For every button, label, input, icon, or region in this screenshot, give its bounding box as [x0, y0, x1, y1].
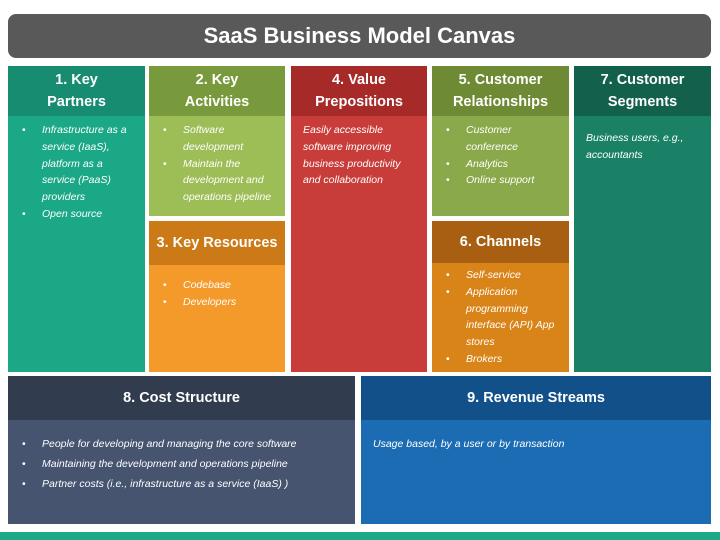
- list-item: Developers: [161, 294, 277, 311]
- list-item: Self-service: [444, 267, 561, 284]
- cost-structure-block: 8. Cost Structure People for developing …: [8, 376, 355, 524]
- list-item: Open source: [20, 206, 137, 223]
- value-propositions-title-line1: 4. Value: [331, 72, 386, 88]
- customer-relationships-title-line1: 5. Customer: [458, 72, 543, 88]
- key-resources-title: 3. Key Resources: [156, 235, 278, 251]
- revenue-streams-body: Usage based, by a user or by transaction: [361, 420, 711, 453]
- customer-segments-body: Business users, e.g., accountants: [574, 116, 711, 164]
- key-partners-block: 1. Key Partners Infrastructure as a serv…: [8, 66, 145, 372]
- canvas-title: SaaS Business Model Canvas: [8, 14, 711, 58]
- customer-segments-text: Business users, e.g., accountants: [586, 132, 684, 161]
- value-propositions-text: Easily accessible software improving bus…: [303, 124, 401, 187]
- channels-header: 6. Channels: [432, 221, 569, 263]
- cost-structure-title: 8. Cost Structure: [123, 390, 240, 406]
- customer-segments-title-line2: Segments: [607, 94, 678, 110]
- customer-segments-title-line1: 7. Customer: [600, 72, 685, 88]
- customer-segments-block: 7. Customer Segments Business users, e.g…: [574, 66, 711, 372]
- channels-title: 6. Channels: [459, 234, 542, 250]
- key-resources-body: Codebase Developers: [149, 265, 285, 311]
- channels-body: Self-service Application programming int…: [432, 263, 569, 368]
- list-item: Brokers: [444, 351, 561, 368]
- customer-segments-header: 7. Customer Segments: [574, 66, 711, 116]
- key-resources-header: 3. Key Resources: [149, 221, 285, 265]
- list-item: Maintain the development and operations …: [161, 156, 277, 206]
- list-item: Software development: [161, 122, 277, 156]
- value-propositions-title-line2: Prepositions: [315, 94, 403, 110]
- value-propositions-body: Easily accessible software improving bus…: [291, 116, 427, 189]
- customer-relationships-block: 5. Customer Relationships Customer confe…: [432, 66, 569, 216]
- key-activities-title-line1: 2. Key: [195, 72, 239, 88]
- key-partners-title-line1: 1. Key: [55, 72, 98, 88]
- revenue-streams-title: 9. Revenue Streams: [467, 390, 605, 406]
- customer-relationships-body: Customer conference Analytics Online sup…: [432, 116, 569, 189]
- customer-relationships-title-line2: Relationships: [452, 94, 549, 110]
- list-item: Customer conference: [444, 122, 561, 156]
- key-activities-block: 2. Key Activities Software development M…: [149, 66, 285, 216]
- value-propositions-header: 4. Value Prepositions: [291, 66, 427, 116]
- key-resources-block: 3. Key Resources Codebase Developers: [149, 221, 285, 372]
- channels-block: 6. Channels Self-service Application pro…: [432, 221, 569, 372]
- list-item: Online support: [444, 172, 561, 189]
- list-item: People for developing and managing the c…: [20, 434, 347, 454]
- footer-accent-bar: [0, 532, 720, 540]
- key-activities-title-line2: Activities: [184, 94, 250, 110]
- cost-structure-header: 8. Cost Structure: [8, 376, 355, 420]
- list-item: Analytics: [444, 156, 561, 173]
- list-item: Application programming interface (API) …: [444, 284, 561, 351]
- key-partners-title-line2: Partners: [47, 94, 106, 110]
- revenue-streams-header: 9. Revenue Streams: [361, 376, 711, 420]
- revenue-streams-block: 9. Revenue Streams Usage based, by a use…: [361, 376, 711, 524]
- customer-relationships-header: 5. Customer Relationships: [432, 66, 569, 116]
- revenue-streams-text: Usage based, by a user or by transaction: [373, 438, 565, 450]
- key-activities-header: 2. Key Activities: [149, 66, 285, 116]
- key-partners-header: 1. Key Partners: [8, 66, 145, 116]
- list-item: Partner costs (i.e., infrastructure as a…: [20, 474, 347, 494]
- list-item: Codebase: [161, 277, 277, 294]
- cost-structure-body: People for developing and managing the c…: [8, 420, 355, 494]
- key-activities-body: Software development Maintain the develo…: [149, 116, 285, 206]
- list-item: Infrastructure as a service (IaaS), plat…: [20, 122, 137, 206]
- key-partners-body: Infrastructure as a service (IaaS), plat…: [8, 116, 145, 223]
- list-item: Maintaining the development and operatio…: [20, 454, 347, 474]
- value-propositions-block: 4. Value Prepositions Easily accessible …: [291, 66, 427, 372]
